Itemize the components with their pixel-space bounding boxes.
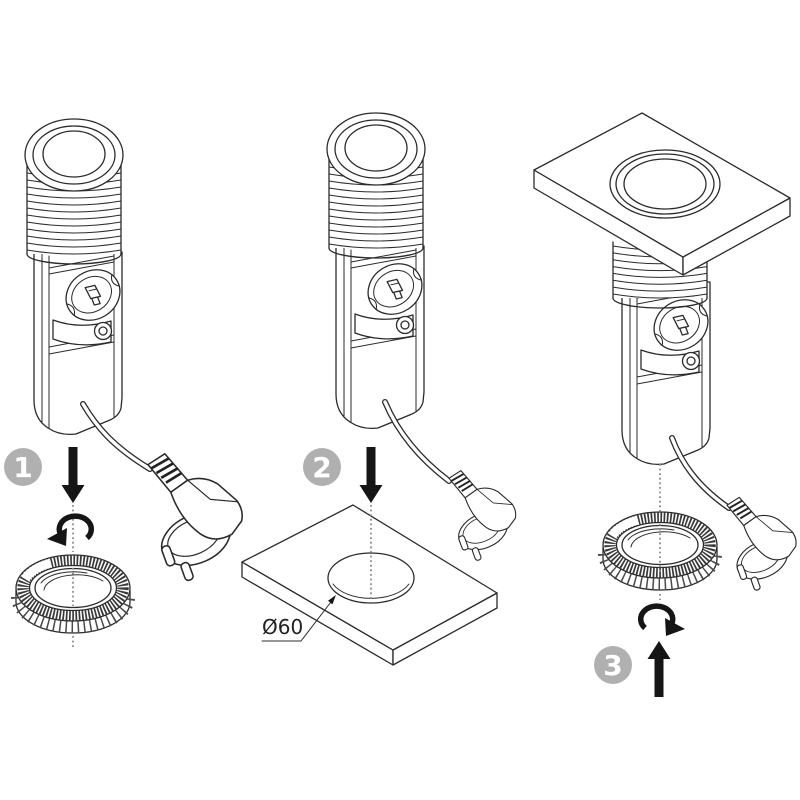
power-cable-highlight [81, 402, 152, 471]
step-badge-3: 3 [594, 646, 632, 684]
mounting-ring [16, 555, 130, 633]
schuko-plug [146, 452, 244, 583]
diameter-text: Ø60 [262, 615, 303, 639]
step-2: 2 Ø60 [241, 112, 517, 666]
power-cable-highlight [383, 400, 451, 483]
leader-arrowhead [328, 595, 336, 605]
socket-top-flange [24, 118, 124, 192]
step-1: 1 [4, 118, 244, 649]
power-cable-highlight [670, 436, 731, 510]
cutout-hole [327, 552, 415, 604]
step-3-number: 3 [603, 649, 622, 682]
step-3: 3 [533, 112, 798, 697]
rotate-counterclockwise-icon [47, 516, 91, 546]
hole-diameter-label: Ø60 [261, 595, 336, 642]
flush-socket-cap [609, 149, 721, 219]
step-1-number: 1 [13, 451, 32, 484]
step-badge-1: 1 [4, 448, 42, 486]
schuko-plug [726, 496, 798, 592]
arrow-up-icon [647, 641, 671, 697]
schuko-plug [448, 469, 517, 562]
arrow-down-icon [61, 447, 85, 503]
rotate-clockwise-icon [641, 606, 685, 636]
countertop-panel [241, 504, 498, 666]
countertop-panel [533, 112, 791, 276]
step-badge-2: 2 [303, 448, 341, 486]
mounting-ring [603, 512, 717, 590]
step-2-number: 2 [312, 451, 331, 484]
arrow-down-icon [359, 447, 383, 503]
socket-top-flange [326, 112, 426, 186]
